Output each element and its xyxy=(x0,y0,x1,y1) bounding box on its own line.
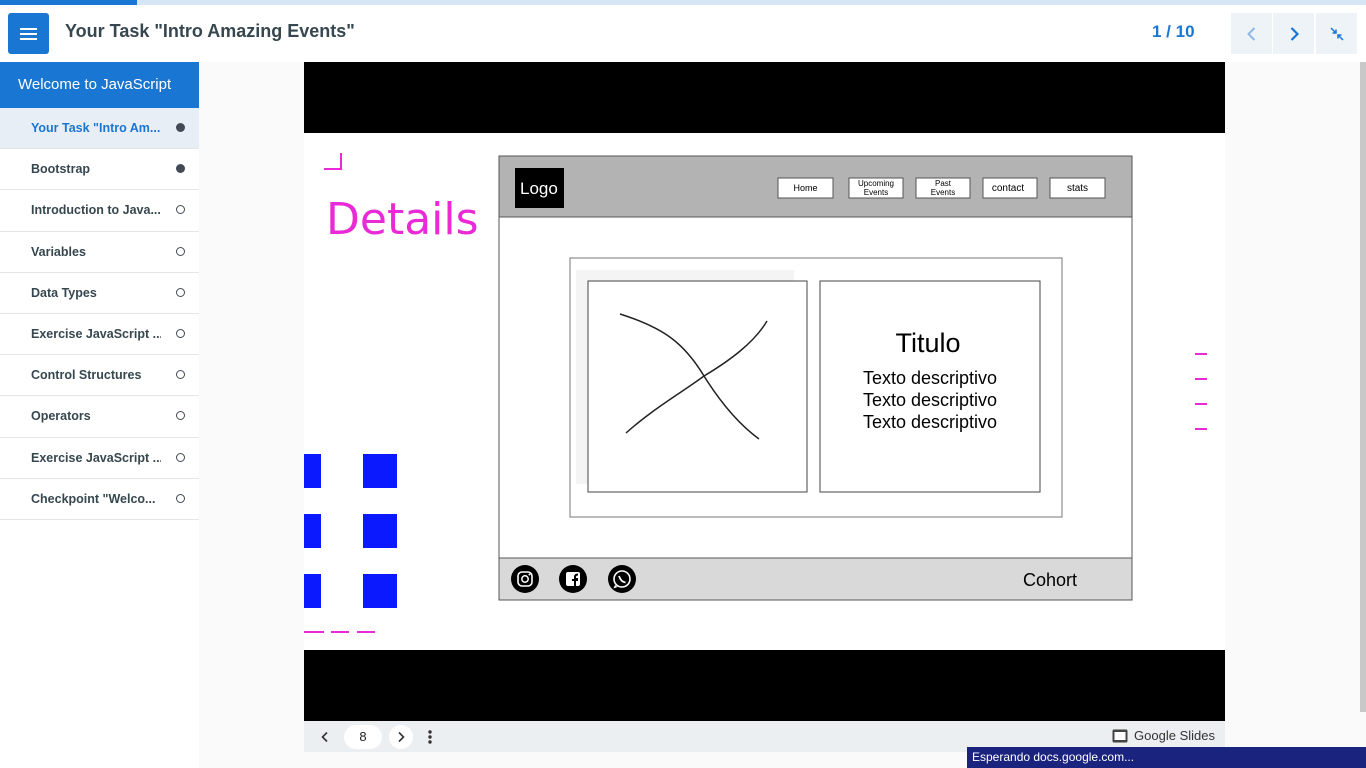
collapse-button[interactable] xyxy=(1316,13,1357,54)
sidebar-lesson-item[interactable]: Checkpoint "Welco... xyxy=(0,479,199,520)
completed-dot-icon xyxy=(176,164,185,174)
completed-dot-icon xyxy=(176,123,185,132)
chevron-left-icon xyxy=(321,731,328,743)
mockup-logo: Logo xyxy=(520,179,558,198)
top-bar: Your Task "Intro Amazing Events" 1 / 10 xyxy=(0,5,1366,62)
page-scrollbar[interactable] xyxy=(1360,62,1366,712)
pending-circle-icon xyxy=(176,328,185,338)
slide-next-button[interactable] xyxy=(389,725,413,749)
brand-label: Google Slides xyxy=(1134,728,1215,743)
kebab-menu-icon xyxy=(428,730,432,744)
sidebar-lesson-item[interactable]: Your Task "Intro Am... xyxy=(0,108,199,150)
course-progress-bar xyxy=(0,0,1366,5)
side-dashes-decoration xyxy=(1195,353,1207,430)
mockup-card xyxy=(819,280,1041,493)
sidebar-lesson-item[interactable]: Introduction to Java... xyxy=(0,190,199,232)
pending-circle-icon xyxy=(176,493,185,503)
sidebar-lesson-label: Data Types xyxy=(31,285,97,300)
slide-heading: Details xyxy=(326,194,479,245)
mockup-nav-stats: stats xyxy=(1067,183,1088,194)
pending-circle-icon xyxy=(176,411,185,421)
pending-circle-icon xyxy=(176,452,185,462)
course-progress-fill xyxy=(0,0,137,5)
collapse-arrows-icon xyxy=(1329,26,1344,41)
sidebar-lesson-item[interactable]: Variables xyxy=(0,232,199,273)
mockup-nav-contact: contact xyxy=(992,183,1024,194)
mockup-image-placeholder xyxy=(587,280,808,493)
pending-circle-icon xyxy=(176,246,185,256)
next-button[interactable] xyxy=(1273,13,1314,54)
slide-canvas: Details Logo xyxy=(304,153,1207,633)
mockup-card-line: Texto descriptivo xyxy=(863,368,997,388)
sidebar-lesson-item[interactable]: Operators xyxy=(0,396,199,438)
sidebar-lesson-label: Exercise JavaScript ... xyxy=(31,326,161,341)
slide-prev-button[interactable] xyxy=(313,725,337,749)
sidebar-section-title[interactable]: Welcome to JavaScript xyxy=(0,62,199,108)
sidebar-lesson-label: Exercise JavaScript ... xyxy=(31,450,161,465)
whatsapp-icon xyxy=(608,565,636,593)
chevron-left-icon xyxy=(1246,26,1255,41)
facebook-icon xyxy=(559,565,587,593)
sidebar-lesson-label: Control Structures xyxy=(31,368,142,383)
sidebar-lesson-label: Bootstrap xyxy=(31,162,91,177)
sidebar-lesson-label: Operators xyxy=(31,409,91,424)
sidebar-lesson-item[interactable]: Exercise JavaScript ... xyxy=(0,314,199,356)
mockup-card-title: Titulo xyxy=(895,328,960,358)
page-counter: 1 / 10 xyxy=(1152,22,1195,41)
slide: Details Logo xyxy=(304,133,1225,650)
chevron-right-icon xyxy=(398,731,405,743)
sidebar-lesson-label: Variables xyxy=(31,244,86,259)
menu-button[interactable] xyxy=(8,13,49,54)
slide-page-number[interactable]: 8 xyxy=(344,725,382,749)
lesson-sidebar: Welcome to JavaScript Your Task "Intro A… xyxy=(0,62,199,768)
mockup-card-line: Texto descriptivo xyxy=(863,390,997,410)
sidebar-lesson-item[interactable]: Bootstrap xyxy=(0,149,199,191)
google-slides-link[interactable]: Google Slides xyxy=(1112,728,1215,743)
status-toast: Esperando docs.google.com... xyxy=(967,747,1366,768)
slides-viewer: Details Logo xyxy=(304,62,1225,752)
pending-circle-icon xyxy=(176,205,185,215)
mockup-nav-home: Home xyxy=(793,183,817,193)
corner-bracket-decoration xyxy=(324,153,342,170)
blue-squares-decoration xyxy=(304,454,397,608)
sidebar-lesson-item[interactable]: Exercise JavaScript ... xyxy=(0,438,199,479)
mockup-footer xyxy=(498,557,1133,601)
sidebar-lesson-label: Introduction to Java... xyxy=(31,203,161,218)
mockup-footer-text: Cohort xyxy=(1023,570,1077,590)
mockup-card-line: Texto descriptivo xyxy=(863,412,997,432)
page-title: Your Task "Intro Amazing Events" xyxy=(65,21,355,41)
slides-toolbar: 8 Google Slides xyxy=(304,721,1225,752)
sidebar-lesson-label: Checkpoint "Welco... xyxy=(31,491,156,506)
previous-button[interactable] xyxy=(1231,13,1272,54)
mockup-logo-box xyxy=(515,168,564,208)
sidebar-lesson-label: Your Task "Intro Am... xyxy=(31,121,161,135)
more-options-button[interactable] xyxy=(424,726,436,748)
instagram-icon xyxy=(511,565,539,593)
slides-logo-icon xyxy=(1112,729,1128,742)
hamburger-icon xyxy=(20,27,37,30)
pending-circle-icon xyxy=(176,370,185,380)
sidebar-lesson-item[interactable]: Control Structures xyxy=(0,355,199,397)
sidebar-lesson-item[interactable]: Data Types xyxy=(0,273,199,314)
chevron-right-icon xyxy=(1290,26,1299,41)
pending-circle-icon xyxy=(176,287,185,297)
